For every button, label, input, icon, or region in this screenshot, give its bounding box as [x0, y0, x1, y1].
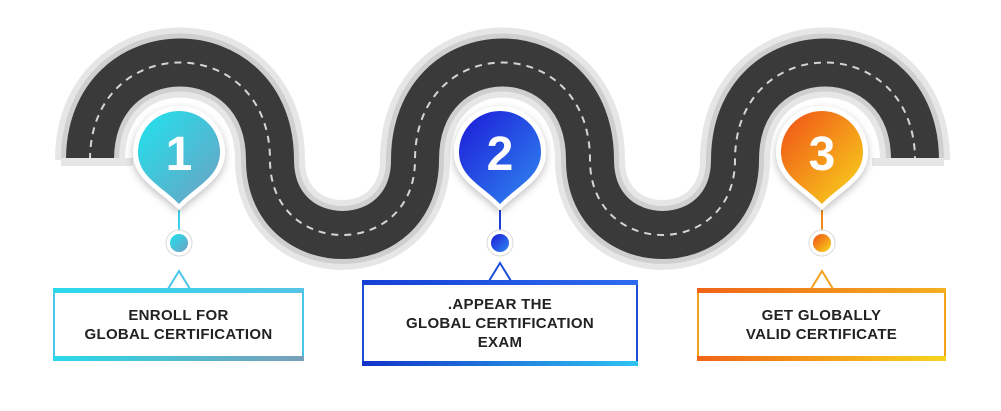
step-2-number: 2 [487, 128, 514, 181]
step-1-pin: 1 [133, 106, 225, 257]
step-2-label-box: .APPEAR THE GLOBAL CERTIFICATION EXAM [362, 280, 638, 366]
road-end-right [872, 158, 944, 166]
step-3-label-box: GET GLOBALLY VALID CERTIFICATE [697, 288, 946, 361]
step-1-marker-fill [138, 110, 221, 204]
step-2-label-line-1: .APPEAR THE [447, 295, 553, 313]
winding-road [55, 27, 950, 270]
road-end-left [61, 158, 133, 166]
step-2-box-bottom-bar [362, 361, 638, 366]
step-1-label-box: ENROLL FOR GLOBAL CERTIFICATION [53, 288, 304, 361]
step-2-label-line-2: GLOBAL CERTIFICATION [406, 314, 594, 332]
step-2-pin: 2 [454, 106, 546, 257]
road-center-dashes [89, 61, 916, 236]
step-3-label-line-2: VALID CERTIFICATE [745, 325, 898, 343]
step-1-box-bottom-bar [53, 356, 304, 361]
step-3-pin: 3 [776, 106, 868, 257]
step-1-label-line-2: GLOBAL CERTIFICATION [84, 325, 273, 343]
step-2-callout-tail [488, 261, 512, 282]
step-3-box-bottom-bar [697, 356, 946, 361]
step-3-label-line-1: GET GLOBALLY [761, 306, 882, 324]
step-1-label-line-1: ENROLL FOR [128, 306, 229, 324]
step-3-marker-fill [781, 111, 863, 204]
step-2-label-line-3: EXAM [477, 333, 523, 351]
step-1-callout-tail [167, 269, 191, 290]
step-1-dot [170, 234, 188, 252]
step-2-box-top-bar [362, 280, 638, 285]
step-3-dot [813, 234, 831, 252]
step-1-box-top-bar [53, 288, 304, 293]
step-3-box-top-bar [697, 288, 946, 293]
step-3-callout-tail [810, 269, 834, 290]
step-2-dot [491, 234, 509, 252]
step-2-marker-fill [459, 111, 541, 204]
step-1-number: 1 [166, 128, 193, 181]
step-3-number: 3 [809, 128, 836, 181]
